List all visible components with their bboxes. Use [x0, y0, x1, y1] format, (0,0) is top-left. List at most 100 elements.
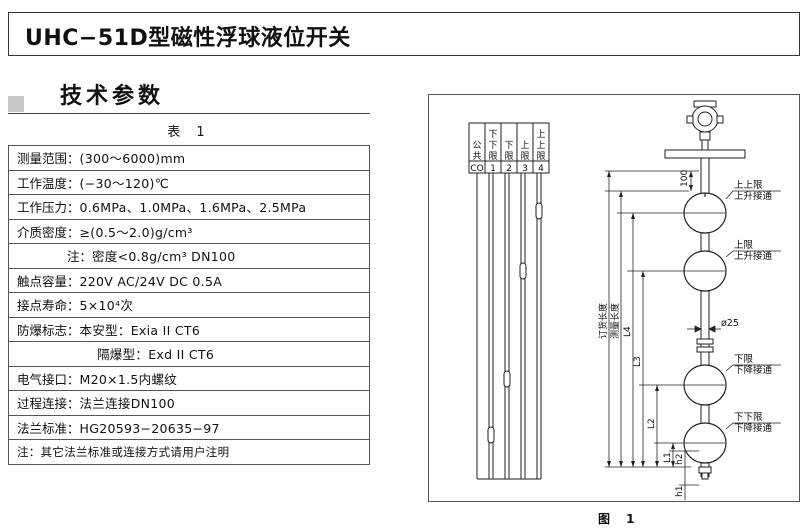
table-caption: 表 1	[167, 125, 211, 140]
stop-collars	[696, 338, 714, 480]
float-label-line: 上升接通	[734, 250, 773, 262]
float-label-line: 下降接通	[734, 422, 773, 434]
spec-label: 过程连接：	[17, 396, 80, 412]
wiring-header-char: 限	[504, 151, 513, 162]
wiring-header-char: 上	[536, 140, 545, 151]
level-lines	[725, 190, 781, 430]
junction-box-icon	[686, 100, 724, 151]
spec-value: 5×10⁴次	[79, 298, 134, 314]
spec-label: 测量范围：	[17, 151, 80, 167]
spec-cell: 工作压力：0.6MPa、1.0MPa、1.6MPa、2.5MPa	[8, 194, 370, 220]
spec-value: 220V AC/24V DC 0.5A	[79, 273, 223, 289]
spec-value: 注：其它法兰标准或连接方式请用户注明	[17, 444, 230, 459]
table-row: 注：密度<0.8g/cm³ DN100	[8, 243, 370, 269]
title-box: UHC−51D型磁性浮球液位开关	[8, 12, 800, 56]
dim-order-length-label: 订货长度	[597, 303, 609, 339]
dim-L1-label: L1	[663, 452, 673, 463]
wiring-header-char: 共	[472, 151, 481, 162]
floats	[683, 192, 727, 464]
dim-L2-label: L2	[647, 418, 657, 429]
table-row: 隔爆型：Exd II CT6	[8, 341, 370, 367]
table-row: 工作压力：0.6MPa、1.0MPa、1.6MPa、2.5MPa	[8, 194, 370, 220]
wiring-code: 4	[538, 164, 544, 174]
spec-label: 接点寿命：	[17, 298, 80, 314]
dimension-labels: 100 订货长度 测量长度 L4 L3 L2 L1 h2 h1	[597, 170, 690, 497]
spec-value: ≥(0.5～2.0)g/cm³	[79, 224, 193, 240]
spec-value: 0.6MPa、1.0MPa、1.6MPa、2.5MPa	[79, 200, 307, 216]
spec-label: 电气接口：	[17, 371, 80, 387]
table-row: 介质密度：≥(0.5～2.0)g/cm³	[8, 218, 370, 244]
diameter-mark	[687, 325, 721, 333]
reed-contacts	[487, 202, 543, 444]
table-row: 工作温度：(−30～120)℃	[8, 169, 370, 195]
spec-value: M20×1.5内螺纹	[79, 371, 178, 387]
page-title: UHC−51D型磁性浮球液位开关	[25, 26, 351, 51]
spec-label: 法兰标准：	[17, 420, 80, 436]
dimension-arrows	[607, 171, 693, 467]
spec-value: 隔爆型：Exd II CT6	[97, 347, 215, 363]
spec-value: 本安型：Exia II CT6	[79, 322, 201, 338]
figure-caption: 图 1	[598, 512, 641, 526]
flange-icon	[664, 149, 746, 159]
wiring-code: CO	[470, 164, 483, 174]
spec-cell: 注：密度<0.8g/cm³ DN100	[8, 243, 370, 269]
spec-cell: 过程连接：法兰连接DN100	[8, 390, 370, 416]
dim-measure-length-label: 测量长度	[609, 303, 621, 339]
table-row: 注：其它法兰标准或连接方式请用户注明	[8, 439, 370, 465]
wiring-header-char: 限	[488, 151, 497, 162]
wiring-header-char: 上	[520, 140, 529, 151]
wiring-header-char: 下	[488, 141, 497, 151]
table-row: 接点寿命：5×10⁴次	[8, 292, 370, 318]
spec-value: (300～6000)mm	[79, 151, 186, 167]
spec-value: 密度<0.8g/cm³ DN100	[92, 249, 236, 265]
spec-label: 介质密度：	[17, 224, 80, 240]
wiring-header-char: 限	[536, 151, 545, 162]
table-row: 过程连接：法兰连接DN100	[8, 390, 370, 416]
table-row: 测量范围：(300～6000)mm	[8, 145, 370, 171]
wiring-code: 2	[506, 164, 512, 174]
wiring-header-char: 限	[520, 151, 529, 162]
spec-label: 触点容量：	[17, 273, 80, 289]
spec-label: 注：	[67, 249, 93, 265]
wiring-header-char: 下	[504, 141, 513, 151]
table-row: 法兰标准：HG20593−20635−97	[8, 414, 370, 440]
dim-h1-label: h1	[675, 486, 685, 497]
spec-label: 工作压力：	[17, 200, 80, 216]
dim-top-label: 100	[680, 170, 690, 187]
spec-cell: 电气接口：M20×1.5内螺纹	[8, 365, 370, 391]
dim-h2-label: h2	[675, 454, 685, 465]
spec-cell: 触点容量：220V AC/24V DC 0.5A	[8, 267, 370, 293]
spec-label: 防爆标志：	[17, 322, 80, 338]
float-label-line: 下降接通	[734, 364, 773, 376]
section-title: 技术参数	[60, 84, 165, 109]
wiring-lines	[476, 173, 542, 480]
dim-L4-label: L4	[623, 326, 633, 337]
float-label-line: 上限	[734, 240, 754, 251]
float-label-line: 下下限	[734, 412, 763, 423]
spec-cell: 测量范围：(300～6000)mm	[8, 145, 370, 171]
section-divider	[8, 113, 370, 114]
wiring-code: 1	[490, 164, 496, 174]
float-label-line: 下限	[734, 354, 754, 365]
spec-value: (−30～120)℃	[79, 175, 170, 191]
spec-cell: 工作温度：(−30～120)℃	[8, 169, 370, 195]
spec-cell: 防爆标志：本安型：Exia II CT6	[8, 316, 370, 342]
wiring-header-char: 上	[536, 129, 545, 140]
dimension-lines	[605, 170, 699, 500]
float-label-line: 上升接通	[734, 190, 773, 202]
section-marker	[8, 96, 24, 112]
spec-value: 法兰连接DN100	[79, 396, 176, 412]
table-row: 电气接口：M20×1.5内螺纹	[8, 365, 370, 391]
spec-cell: 法兰标准：HG20593−20635−97	[8, 414, 370, 440]
spec-label: 工作温度：	[17, 175, 80, 191]
spec-value: HG20593−20635−97	[79, 420, 220, 436]
dia-label: ø25	[721, 318, 739, 329]
wiring-code: 3	[522, 164, 528, 174]
spec-cell: 隔爆型：Exd II CT6	[8, 341, 370, 367]
table-row: 触点容量：220V AC/24V DC 0.5A	[8, 267, 370, 293]
float-label-line: 上上限	[734, 180, 763, 191]
